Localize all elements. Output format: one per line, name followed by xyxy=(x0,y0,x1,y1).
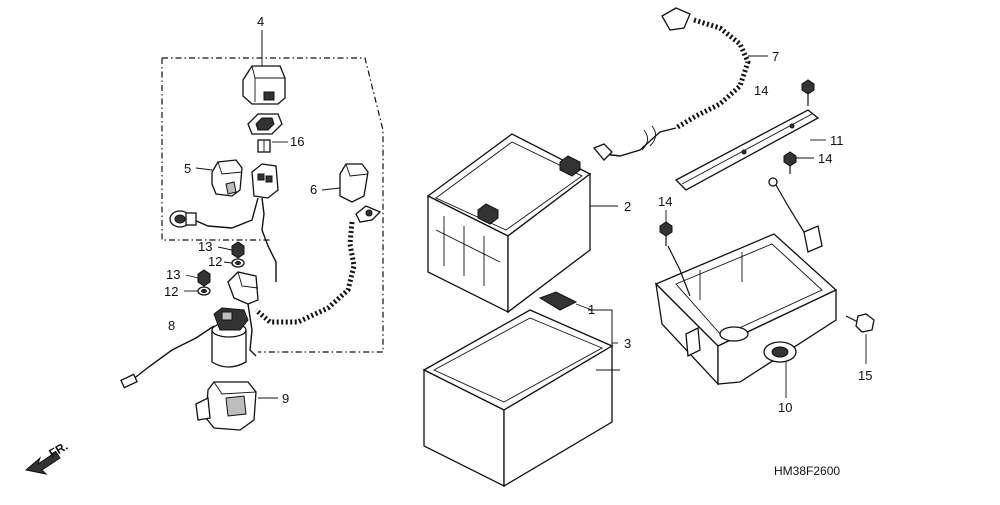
battery[interactable] xyxy=(426,133,592,314)
harness-plug xyxy=(169,210,197,228)
callout-12-upper: 12 xyxy=(208,254,222,269)
battery-box[interactable] xyxy=(654,177,838,386)
callout-13-upper: 13 xyxy=(198,239,212,254)
callout-5: 5 xyxy=(184,161,191,176)
nut-13-lower xyxy=(197,269,211,287)
washer-12-lower xyxy=(197,286,211,296)
bolt-14-right xyxy=(783,151,797,174)
harness-clip xyxy=(227,271,259,357)
positive-cable xyxy=(254,205,382,325)
relay-connector xyxy=(193,163,279,282)
relay-holder[interactable] xyxy=(195,381,257,431)
callout-13-lower: 13 xyxy=(166,267,180,282)
starter-relay-lower[interactable] xyxy=(120,307,249,389)
bolt-14-left xyxy=(659,221,673,246)
callout-8: 8 xyxy=(168,318,175,333)
front-direction-arrow: FR. xyxy=(24,439,70,475)
callout-6: 6 xyxy=(310,182,317,197)
main-fuse[interactable] xyxy=(257,139,271,153)
terminal-cover-6[interactable] xyxy=(339,163,369,203)
callout-16: 16 xyxy=(290,134,304,149)
callout-7: 7 xyxy=(772,49,779,64)
battery-case[interactable] xyxy=(422,309,614,488)
callout-2: 2 xyxy=(624,199,631,214)
callout-12-lower: 12 xyxy=(164,284,178,299)
battery-band[interactable] xyxy=(674,109,820,191)
negative-cable xyxy=(592,7,751,161)
bolt-14-top xyxy=(801,79,815,106)
callout-14-top: 14 xyxy=(754,83,768,98)
callout-10: 10 xyxy=(778,400,792,415)
nut-13-upper xyxy=(231,241,245,259)
leader-lines xyxy=(184,30,867,399)
callout-14-right: 14 xyxy=(818,151,832,166)
starter-relay[interactable] xyxy=(242,65,286,105)
callout-3: 3 xyxy=(624,336,631,351)
callout-4: 4 xyxy=(257,14,264,29)
callout-11: 11 xyxy=(830,133,844,148)
callout-1: 1 xyxy=(588,302,595,317)
callout-14-left: 14 xyxy=(658,194,672,209)
bolt-15 xyxy=(845,313,875,333)
diagram-code: HM38F2600 xyxy=(774,464,840,478)
washer-12-upper xyxy=(231,258,245,268)
terminal-cover-5[interactable] xyxy=(211,159,243,197)
relay-gasket xyxy=(247,113,283,135)
callout-9: 9 xyxy=(282,391,289,406)
battery-pad[interactable] xyxy=(538,291,578,311)
callout-15: 15 xyxy=(858,368,872,383)
